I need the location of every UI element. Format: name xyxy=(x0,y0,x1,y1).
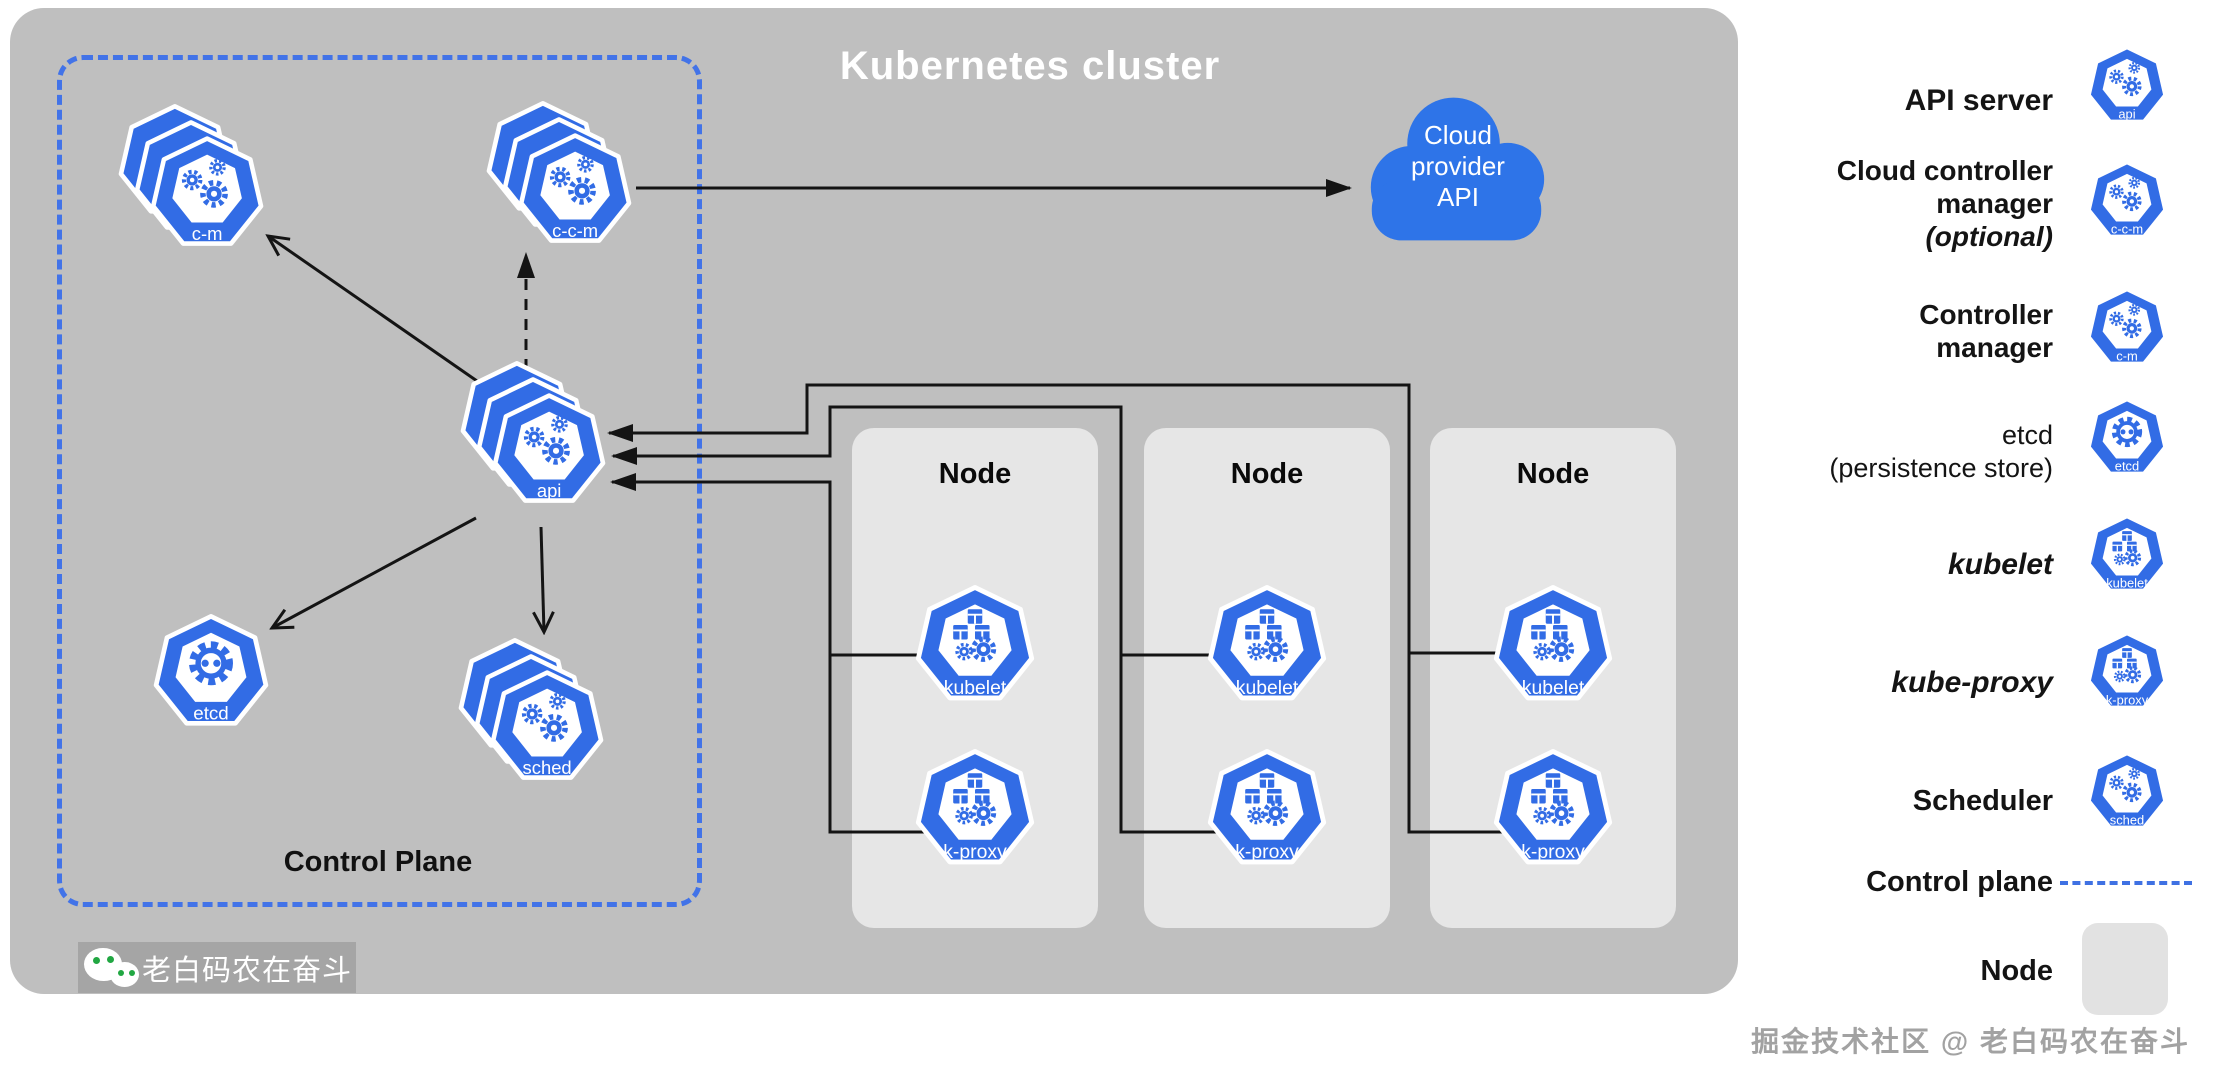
line-node1-to-api xyxy=(610,473,975,834)
legend-label-line: (optional) xyxy=(1925,221,2053,252)
legend-label-line: manager xyxy=(1936,332,2053,363)
icon-kubelet-node1: kubelet xyxy=(912,585,1038,711)
cloud-icon xyxy=(1370,97,1545,241)
svg-text:etcd: etcd xyxy=(193,703,228,724)
legend-label-node: Node xyxy=(1981,955,2054,988)
legend-label-kubelet: kubelet xyxy=(1948,548,2053,581)
svg-text:k-proxy: k-proxy xyxy=(1235,841,1299,863)
svg-text:kubelet: kubelet xyxy=(1236,677,1299,699)
svg-text:api: api xyxy=(537,480,562,501)
icon-etcd: etcd xyxy=(150,614,272,736)
svg-text:k-proxy: k-proxy xyxy=(1521,841,1585,863)
credit-text: 掘金技术社区 @ 老白码农在奋斗 xyxy=(1751,1026,2190,1057)
icon-c-c-m: c-c-m xyxy=(483,101,635,253)
line-node2-to-api xyxy=(611,405,1267,834)
legend-label-scheduler: Scheduler xyxy=(1913,785,2053,818)
svg-text:c-m: c-m xyxy=(192,223,223,244)
icon-api: api xyxy=(457,361,609,513)
icon-kproxy-node3: k-proxy xyxy=(1490,749,1616,875)
legend-label-line: kubelet xyxy=(1947,548,2053,581)
svg-text:sched: sched xyxy=(2110,813,2144,828)
icon-c-m: c-m xyxy=(115,104,267,256)
icon-kubelet-node2: kubelet xyxy=(1204,585,1330,711)
legend-label-control-plane: Control plane xyxy=(1866,866,2053,899)
legend-icon-k-proxy: k-proxy xyxy=(2085,632,2169,716)
legend-label-line: kube-proxy xyxy=(1891,666,2053,699)
legend-label-line: Node xyxy=(1980,955,2054,987)
node-title: Node xyxy=(938,458,1012,490)
arrow-api-to-etcd xyxy=(272,516,477,628)
wechat-icon xyxy=(82,944,142,992)
legend-label-line: etcd xyxy=(2001,420,2053,450)
legend-label-kube-proxy: kube-proxy xyxy=(1891,666,2053,699)
legend-icon-c-c-m: c-c-m xyxy=(2085,161,2169,245)
cloud-provider-api: Cloud provider API xyxy=(1358,92,1555,243)
svg-text:api: api xyxy=(2118,107,2135,122)
svg-text:kubelet: kubelet xyxy=(944,677,1007,699)
watermark-band: 老白码农在奋斗 xyxy=(78,942,356,993)
watermark-text: 老白码农在奋斗 xyxy=(142,954,353,987)
legend-icon-sched: sched xyxy=(2085,752,2169,836)
icon-kubelet-node3: kubelet xyxy=(1490,585,1616,711)
svg-text:c-m: c-m xyxy=(2116,349,2138,364)
legend-icon-kubelet: kubelet xyxy=(2085,515,2169,599)
diagram-title: Kubernetes cluster xyxy=(839,44,1221,88)
legend-label-line: Scheduler xyxy=(1912,785,2053,817)
node-title: Node xyxy=(1516,458,1590,490)
svg-text:etcd: etcd xyxy=(2115,459,2139,474)
svg-text:c-c-m: c-c-m xyxy=(2111,222,2143,237)
line-node3-to-api xyxy=(607,383,1553,834)
legend-icon-c-m: c-m xyxy=(2085,288,2169,372)
svg-text:c-c-m: c-c-m xyxy=(552,220,598,241)
svg-text:k-proxy: k-proxy xyxy=(943,841,1007,863)
legend-icon-api: api xyxy=(2085,46,2169,130)
node-title: Node xyxy=(1230,458,1304,490)
legend-control-plane-dash xyxy=(2060,881,2192,885)
arrow-api-to-sched xyxy=(541,526,544,632)
legend-label-line: manager xyxy=(1936,188,2053,219)
cloud-label: Cloud provider API xyxy=(1411,120,1505,212)
legend-label-line: API server xyxy=(1904,84,2053,117)
legend-label-api-server: API server xyxy=(1905,84,2053,117)
arrow-api-to-cm xyxy=(268,236,491,392)
svg-text:kubelet: kubelet xyxy=(1522,677,1585,699)
icon-kproxy-node1: k-proxy xyxy=(912,749,1038,875)
svg-text:kubelet: kubelet xyxy=(2106,576,2148,591)
svg-text:k-proxy: k-proxy xyxy=(2106,693,2149,708)
legend-icon-etcd: etcd xyxy=(2085,398,2169,482)
legend-label-etcd: etcd(persistence store) xyxy=(1829,419,2053,485)
icon-sched: sched xyxy=(455,638,607,790)
legend-label-line: Controller xyxy=(1919,299,2053,330)
legend-label-line: Cloud controller xyxy=(1836,155,2053,186)
control-plane-label: Control Plane xyxy=(283,846,473,878)
legend-label-line: (persistence store) xyxy=(1829,453,2053,483)
legend-node-swatch xyxy=(2082,923,2168,1015)
legend-label-line: Control plane xyxy=(1866,866,2053,898)
svg-text:sched: sched xyxy=(523,757,572,778)
icon-kproxy-node2: k-proxy xyxy=(1204,749,1330,875)
